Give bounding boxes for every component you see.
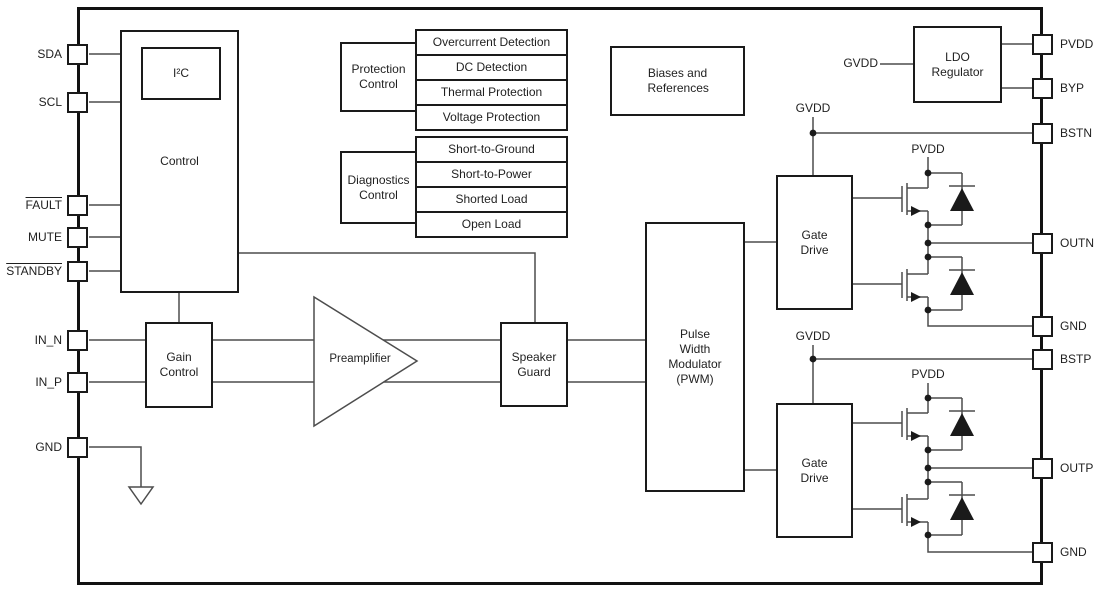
pin-label-sda: SDA (37, 47, 62, 61)
pin-label-in-n: IN_N (34, 333, 62, 347)
pin-label-gnd-left: GND (35, 440, 62, 454)
gate-drive-p-label: Gate Drive (800, 455, 829, 485)
pin-label-mute: MUTE (28, 230, 62, 244)
pin-label-bstp: BSTP (1060, 352, 1092, 366)
pin-gnd-left (67, 437, 88, 458)
pwm-block: Pulse Width Modulator (PWM) (645, 222, 745, 492)
gvdd-gate-n-label: GVDD (795, 101, 831, 115)
protection-control-label: Protection Control (351, 62, 406, 91)
diagnostic-row-shorted-load: Shorted Load (417, 188, 566, 213)
pin-sda (67, 44, 88, 65)
biases-references-block: Biases and References (610, 46, 745, 116)
pin-bstp (1032, 349, 1053, 370)
speaker-guard-label: Speaker Guard (511, 349, 557, 379)
control-label: Control (160, 154, 199, 168)
pin-mute (67, 227, 88, 248)
pin-label-pvdd: PVDD (1060, 37, 1094, 51)
junction-dots (809, 129, 932, 539)
pin-label-standby: STANDBY (6, 264, 62, 278)
pin-in-p (67, 372, 88, 393)
protection-control-block: Protection Control (340, 42, 417, 112)
pin-standby (67, 261, 88, 282)
biases-references-label: Biases and References (647, 66, 709, 95)
pin-label-outp: OUTP (1060, 461, 1094, 475)
protection-row-thermal: Thermal Protection (417, 81, 566, 106)
pin-label-gnd-p: GND (1060, 545, 1087, 559)
pin-outp (1032, 458, 1053, 479)
pwm-label: Pulse Width Modulator (PWM) (668, 327, 722, 386)
diagnostics-control-block: Diagnostics Control (340, 151, 417, 224)
chip-boundary (77, 7, 1043, 585)
gate-drive-n-label: Gate Drive (800, 227, 829, 257)
pin-outn (1032, 233, 1053, 254)
pin-label-gnd-n: GND (1060, 319, 1087, 333)
protection-row-voltage: Voltage Protection (442, 110, 541, 124)
gain-control-label: Gain Control (159, 350, 199, 379)
pin-byp (1032, 78, 1053, 99)
pin-gnd-p (1032, 542, 1053, 563)
preamplifier-label: Preamplifier (329, 353, 391, 365)
pin-label-outn: OUTN (1060, 236, 1094, 250)
diagnostic-row-short-to-power: Short-to-Power (417, 163, 566, 188)
pin-scl (67, 92, 88, 113)
pin-in-n (67, 330, 88, 351)
i2c-label: I²C (173, 66, 189, 80)
diagnostic-row-open-load: Open Load (461, 217, 522, 231)
gate-drive-p-block: Gate Drive (776, 403, 853, 538)
pvdd-bridge-n-label: PVDD (911, 142, 945, 156)
i2c-block: I²C (141, 47, 221, 100)
gain-control-block: Gain Control (145, 322, 213, 408)
diagnostic-functions-list: Short-to-Ground Short-to-Power Shorted L… (415, 136, 568, 238)
ldo-regulator-label: LDO Regulator (931, 49, 984, 79)
protection-functions-list: Overcurrent Detection DC Detection Therm… (415, 29, 568, 131)
pin-label-fault: FAULT (25, 198, 62, 212)
pin-fault (67, 195, 88, 216)
pin-label-in-p: IN_P (35, 375, 62, 389)
ground-symbol-icon (127, 486, 155, 506)
pvdd-bridge-p-label: PVDD (911, 367, 945, 381)
gvdd-ldo-input-label: GVDD (843, 56, 878, 70)
diagnostics-control-label: Diagnostics Control (347, 172, 410, 202)
diagnostic-row-short-to-ground: Short-to-Ground (417, 138, 566, 163)
protection-row-dc: DC Detection (417, 56, 566, 81)
preamplifier-triangle-icon (313, 295, 419, 428)
pin-pvdd (1032, 34, 1053, 55)
ldo-regulator-block: LDO Regulator (913, 26, 1002, 103)
speaker-guard-block: Speaker Guard (500, 322, 568, 407)
pin-bstn (1032, 123, 1053, 144)
pin-gnd-n (1032, 316, 1053, 337)
gvdd-gate-p-label: GVDD (795, 329, 831, 343)
protection-row-overcurrent: Overcurrent Detection (417, 31, 566, 56)
pin-label-byp: BYP (1060, 81, 1085, 95)
pin-label-bstn: BSTN (1060, 126, 1093, 140)
gate-drive-n-block: Gate Drive (776, 175, 853, 310)
mosfet-arrow-icons (911, 206, 921, 527)
pin-label-scl: SCL (38, 95, 62, 109)
body-diode-icons (950, 188, 974, 520)
